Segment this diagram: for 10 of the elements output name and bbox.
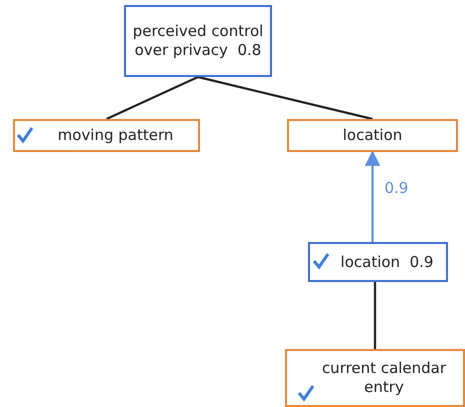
factor-box	[308, 242, 448, 282]
node-label: location	[342, 126, 402, 145]
node-label: location 0.9	[340, 252, 434, 272]
node-label: perceived control over privacy 0.8	[132, 22, 264, 60]
factor-box	[124, 5, 272, 77]
node-label: moving pattern	[58, 126, 174, 145]
node-label: current calendar entry	[320, 359, 448, 397]
item-box	[13, 119, 200, 152]
item-box	[285, 349, 465, 407]
item-box	[287, 119, 458, 152]
